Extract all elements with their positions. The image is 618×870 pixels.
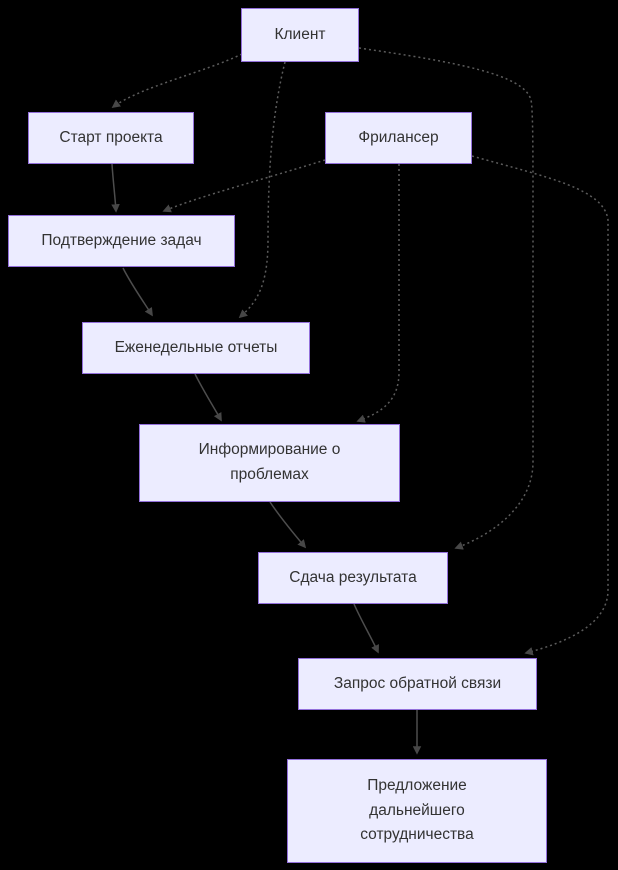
node-problem-informing: Информирование о проблемах (139, 424, 400, 502)
node-feedback-request-label: Запрос обратной связи (333, 674, 502, 692)
edge-freelancer-to-task-confirmation (162, 159, 326, 213)
node-result-delivery-label: Сдача результата (289, 568, 417, 586)
edge-freelancer-to-problem-informing (356, 164, 400, 423)
node-cooperation-proposal: Предложение дальнейшего сотрудничества (287, 759, 547, 863)
node-weekly-reports: Еженедельные отчеты (82, 322, 310, 374)
edge-client-to-project-start (111, 53, 243, 109)
edge-result-delivery-to-feedback-request (353, 603, 379, 654)
edge-project-start-to-task-confirmation (111, 163, 120, 213)
node-weekly-reports-label: Еженедельные отчеты (114, 338, 278, 356)
node-freelancer: Фрилансер (325, 112, 472, 164)
node-cooperation-proposal-label: Предложение дальнейшего сотрудничества (360, 776, 474, 844)
node-result-delivery: Сдача результата (258, 552, 448, 604)
node-feedback-request: Запрос обратной связи (298, 658, 537, 710)
edge-task-confirmation-to-weekly-reports (122, 267, 153, 317)
edge-weekly-reports-to-problem-informing (194, 373, 222, 422)
edge-client-to-result-delivery (358, 47, 534, 550)
edge-client-to-weekly-reports (238, 61, 286, 319)
node-client-label: Клиент (274, 25, 326, 43)
node-project-start: Старт проекта (28, 112, 194, 164)
node-task-confirmation-label: Подтверждение задач (41, 231, 202, 249)
node-task-confirmation: Подтверждение задач (8, 215, 235, 267)
edge-freelancer-to-feedback-request (471, 155, 609, 656)
node-freelancer-label: Фрилансер (358, 128, 439, 146)
node-problem-informing-label: Информирование о проблемах (198, 441, 341, 483)
edge-problem-informing-to-result-delivery (269, 501, 307, 549)
node-project-start-label: Старт проекта (59, 128, 163, 146)
node-client: Клиент (241, 8, 359, 62)
